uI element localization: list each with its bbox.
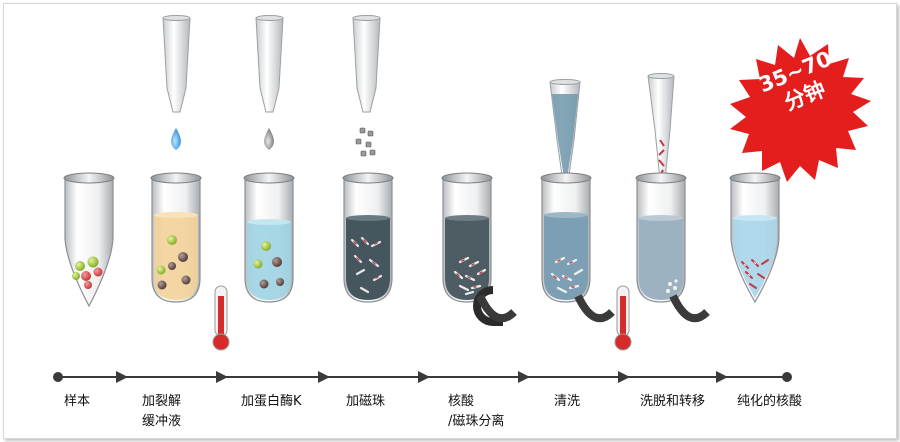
pipette-lysis [162, 15, 191, 150]
timeline-arrow [518, 371, 530, 383]
pipette-proteinase [255, 15, 284, 150]
tube-proteinase [243, 172, 295, 303]
step-label-proteinase: 加蛋白酶K [241, 394, 302, 409]
tube-wash [540, 172, 592, 303]
timeline-arrow [618, 371, 630, 383]
blue-droplet-icon [171, 128, 181, 150]
step-label-separation: 核酸 /磁珠分离 [448, 394, 505, 429]
pipette-wash [549, 79, 581, 183]
magnet-icon [669, 294, 710, 323]
tube-lysis [150, 172, 202, 303]
timeline-start-dot [53, 372, 63, 382]
step-label-sample: 样本 [64, 394, 91, 409]
timeline-arrow [216, 371, 228, 383]
tube-sample [63, 172, 115, 308]
timeline-end-dot [782, 372, 792, 382]
grey-droplet-icon [264, 128, 274, 150]
timeline-arrow [716, 371, 728, 383]
timeline-arrow [116, 371, 128, 383]
step-label-elution: 洗脱和转移 [640, 394, 706, 409]
falling-beads-icon [355, 127, 376, 157]
timeline-arrow [418, 371, 430, 383]
thermometer-icon [614, 285, 632, 351]
time-badge [730, 38, 871, 182]
timeline-arrow [318, 371, 330, 383]
thermometer-icon [212, 285, 230, 351]
tube-elution [635, 172, 687, 303]
step-label-wash: 清洗 [554, 394, 581, 409]
magnet-icon [574, 294, 615, 323]
step-label-purified: 纯化的核酸 [737, 394, 803, 409]
magnet-icon [473, 286, 517, 326]
timeline [53, 371, 792, 383]
pipette-elute [647, 73, 675, 181]
pipette-beads [352, 15, 381, 157]
step-label-beads: 加磁珠 [346, 394, 386, 409]
tube-separation [441, 172, 493, 303]
tube-purified [729, 172, 781, 304]
tube-beads [342, 172, 394, 303]
step-label-lysis: 加裂解 缓冲液 [142, 394, 182, 429]
